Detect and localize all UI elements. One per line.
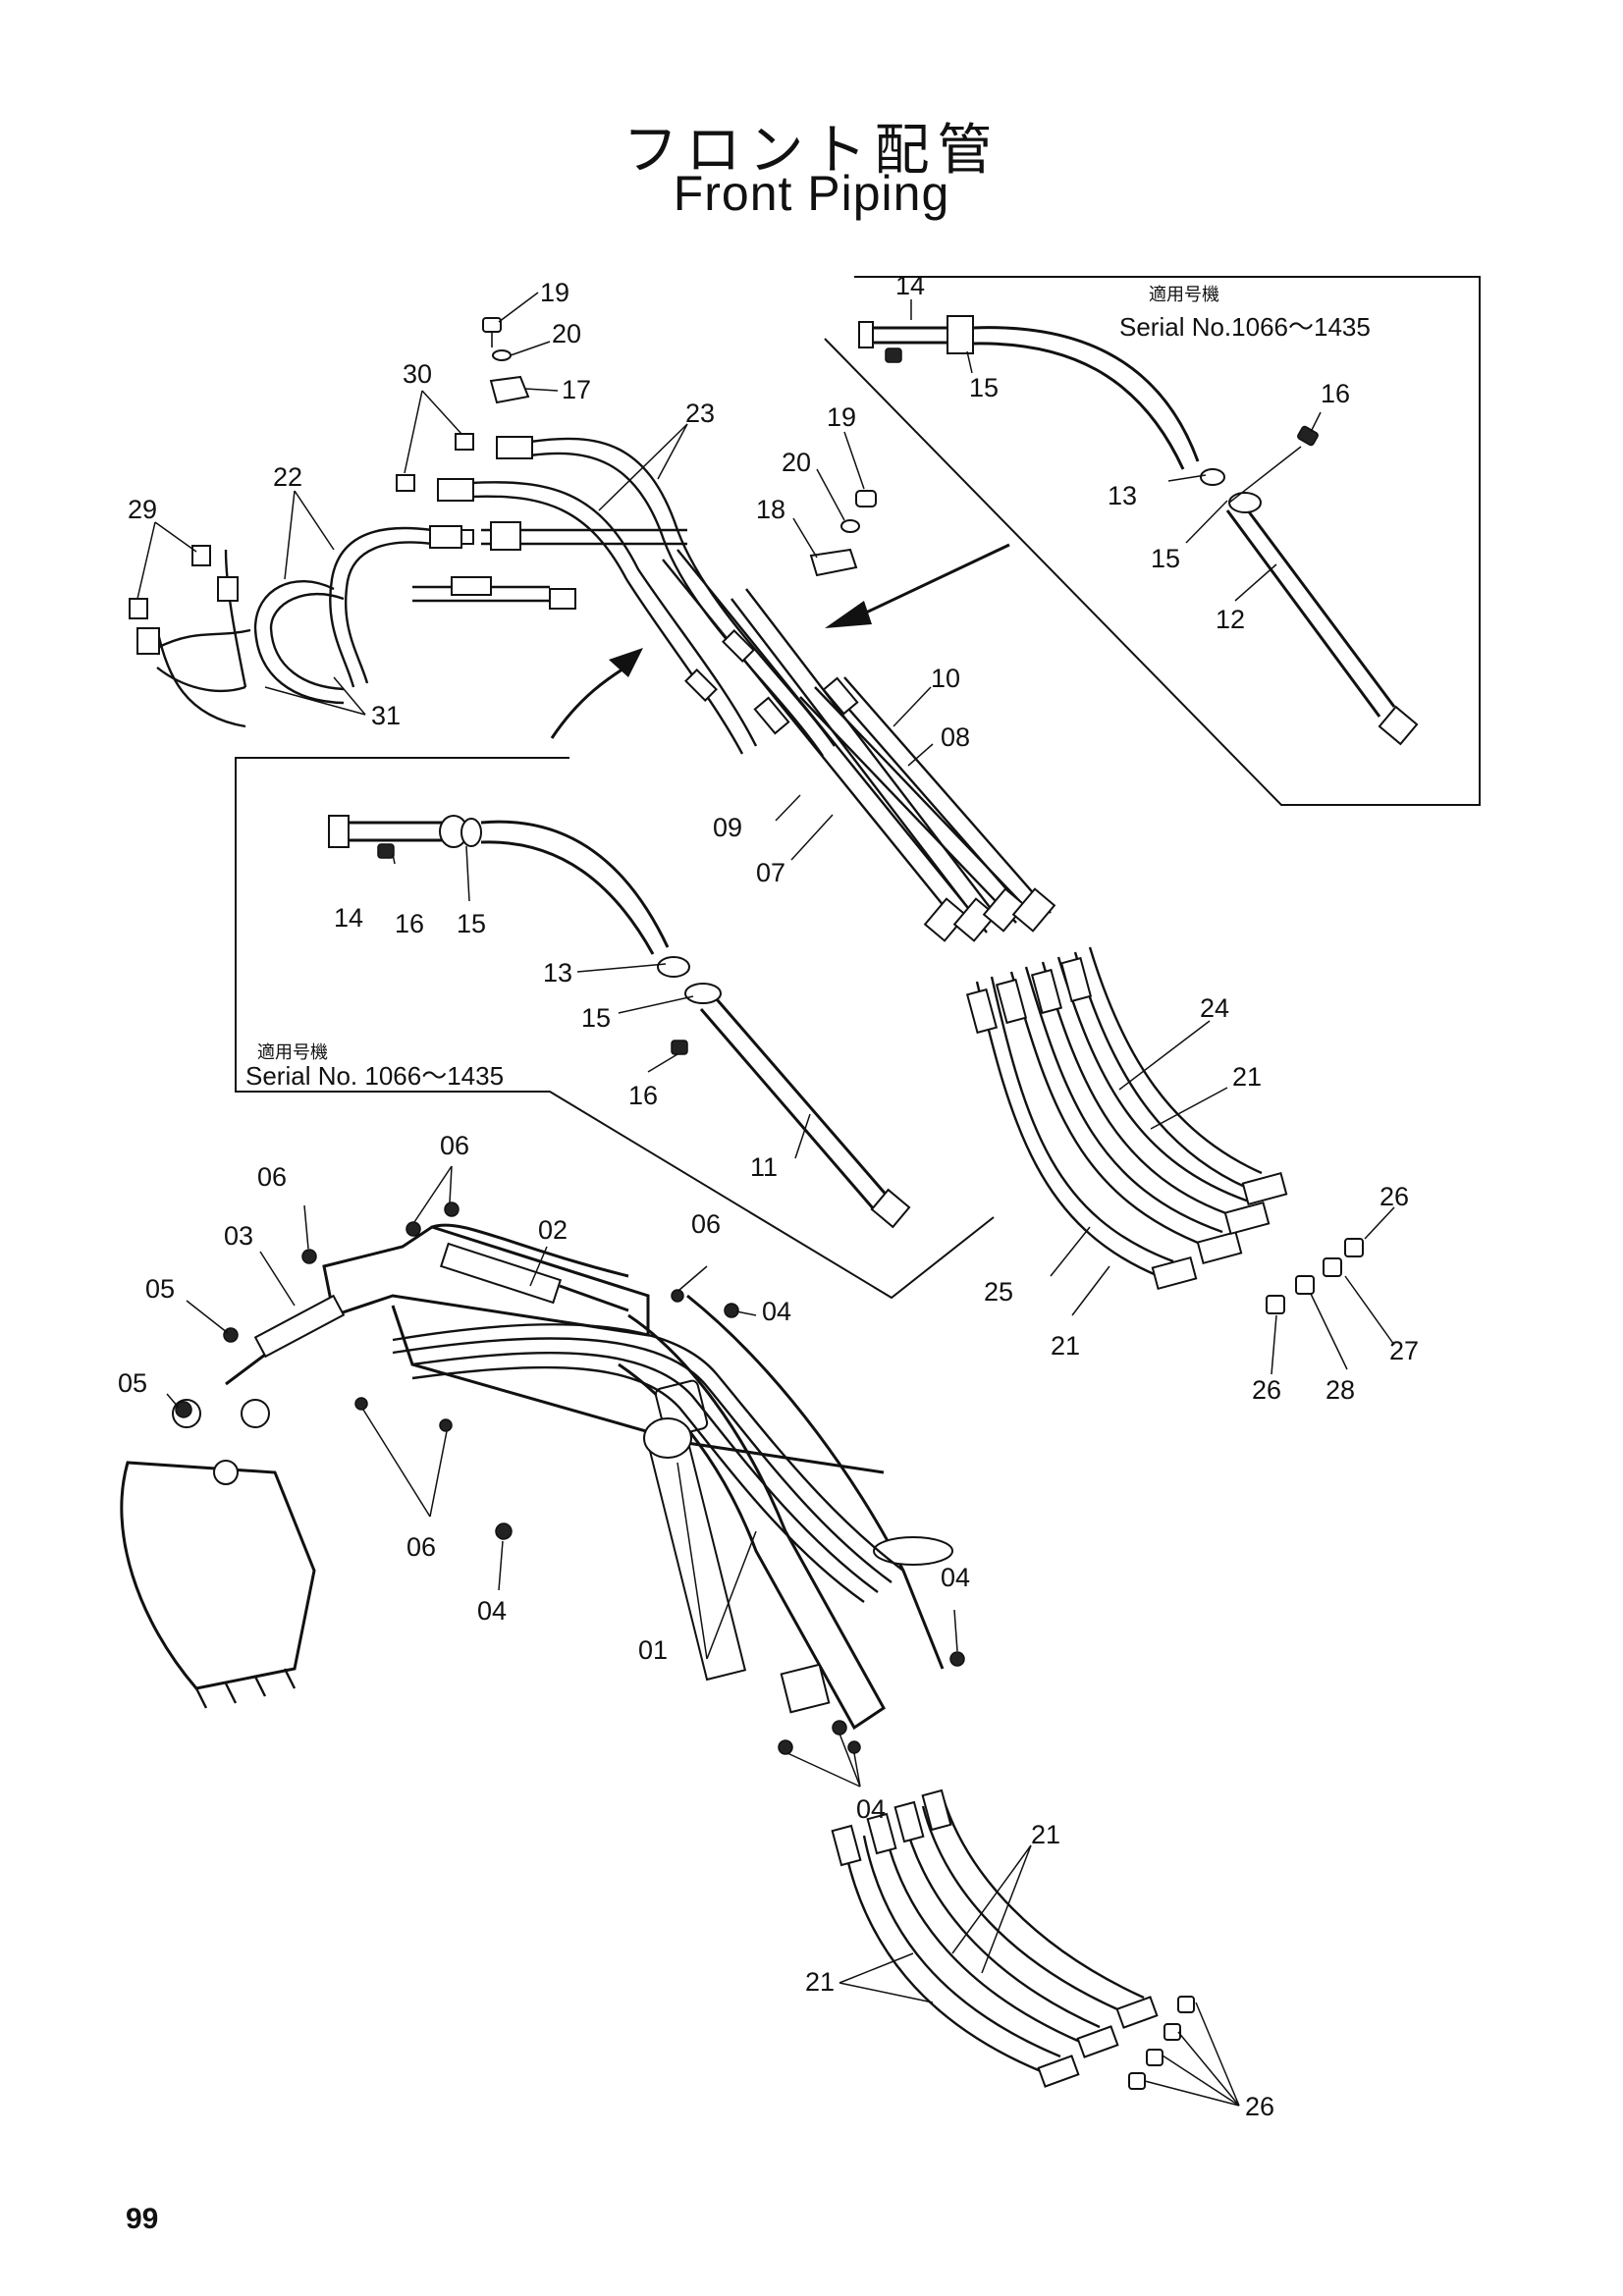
arrow-upper-head (825, 601, 872, 628)
callout-c10: 10 (931, 664, 960, 693)
callout-c08: 08 (941, 722, 970, 752)
page-title-english: Front Piping (673, 166, 950, 221)
callout-c21a: 21 (1232, 1062, 1262, 1092)
callout-c20a: 20 (552, 319, 581, 348)
upper-pipe-12-b (1225, 509, 1381, 718)
callout-c07: 07 (756, 858, 785, 887)
callout-c21b: 21 (1051, 1331, 1080, 1361)
callout-c22: 22 (273, 462, 302, 492)
callout-u13: 13 (1108, 481, 1137, 510)
callout-l15b: 15 (581, 1003, 611, 1033)
upper-hose-13-bottom (972, 342, 1185, 470)
callout-c04b: 04 (477, 1596, 507, 1626)
callout-l16a: 16 (395, 909, 424, 938)
callout-c18: 18 (756, 495, 785, 524)
callout-c06c: 06 (691, 1209, 721, 1239)
arrow-lower (550, 661, 634, 739)
callout-c31: 31 (371, 701, 401, 730)
page-number: 99 (126, 2203, 159, 2235)
callout-c01: 01 (638, 1635, 668, 1665)
upper-flange-15 (1200, 468, 1225, 486)
upper-pipe-12-a (1237, 498, 1396, 708)
callout-c09: 09 (713, 813, 742, 842)
callout-c06a: 06 (440, 1131, 469, 1160)
callout-u15b: 15 (1151, 544, 1180, 573)
callout-c27: 27 (1389, 1336, 1419, 1365)
callout-c26a: 26 (1380, 1182, 1409, 1211)
top-hose-assembly: 19 20 17 30 23 22 (128, 278, 1056, 942)
callout-c02: 02 (538, 1215, 568, 1245)
callout-c30: 30 (403, 359, 432, 389)
callout-c26c: 26 (1245, 2092, 1274, 2121)
callout-c21c: 21 (1031, 1820, 1060, 1849)
callout-c19a: 19 (540, 278, 569, 307)
callout-c03: 03 (224, 1221, 253, 1251)
upper-hose-13-top (972, 326, 1200, 462)
callout-l13: 13 (543, 958, 572, 988)
arrow-upper (863, 543, 1010, 615)
callout-u15a: 15 (969, 373, 999, 402)
callout-l14: 14 (334, 903, 363, 933)
callout-l16b: 16 (628, 1081, 658, 1110)
callout-c23: 23 (685, 399, 715, 428)
inset-upper-note-jp: 適用号機 (1149, 285, 1219, 305)
callout-u12: 12 (1216, 605, 1245, 634)
callout-u16: 16 (1321, 379, 1350, 408)
inset-upper-note-serial: Serial No.1066～1435 (1119, 312, 1371, 342)
upper-bolt-16b (885, 347, 902, 363)
inset-lower: 適用号機 Serial No. 1066～1435 14 16 15 13 15… (235, 757, 995, 1300)
callout-l15a: 15 (457, 909, 486, 938)
callout-c06d: 06 (406, 1532, 436, 1562)
callout-c21d: 21 (805, 1967, 835, 1997)
inset-upper: 適用号機 Serial No.1066～1435 14 15 16 13 (824, 271, 1481, 806)
callout-c05a: 05 (145, 1274, 175, 1304)
callout-c20b: 20 (782, 448, 811, 477)
callout-l11: 11 (750, 1152, 778, 1182)
callout-c28: 28 (1325, 1375, 1355, 1405)
upper-bolt-16 (1297, 425, 1319, 447)
inset-lower-note-serial: Serial No. 1066～1435 (245, 1061, 504, 1091)
inset-lower-note-jp: 適用号機 (257, 1042, 328, 1063)
callout-c04a: 04 (762, 1297, 791, 1326)
upper-flange-15b (1228, 492, 1262, 513)
callout-c29: 29 (128, 495, 157, 524)
callout-c19b: 19 (827, 402, 856, 432)
callout-c25: 25 (984, 1277, 1013, 1307)
callout-c17: 17 (562, 375, 591, 404)
right-hose-bundle: 24 21 26 25 21 27 28 26 (965, 946, 1419, 1405)
upper-pipe-14 (858, 315, 974, 354)
arrow-lower-head (609, 648, 643, 677)
upper-pipe-12-nut (1378, 705, 1419, 746)
callout-c06b: 06 (257, 1162, 287, 1192)
callout-u14: 14 (895, 271, 925, 300)
callout-c05b: 05 (118, 1368, 147, 1398)
callout-c24: 24 (1200, 993, 1229, 1023)
callout-c04d: 04 (856, 1794, 886, 1824)
callout-c26b: 26 (1252, 1375, 1281, 1405)
callout-c04c: 04 (941, 1563, 970, 1592)
boom-arm-bucket: 06 06 03 02 06 04 05 05 06 04 01 04 04 2… (118, 1131, 1274, 2121)
page-title-japanese: フロント配管 (622, 119, 1001, 183)
